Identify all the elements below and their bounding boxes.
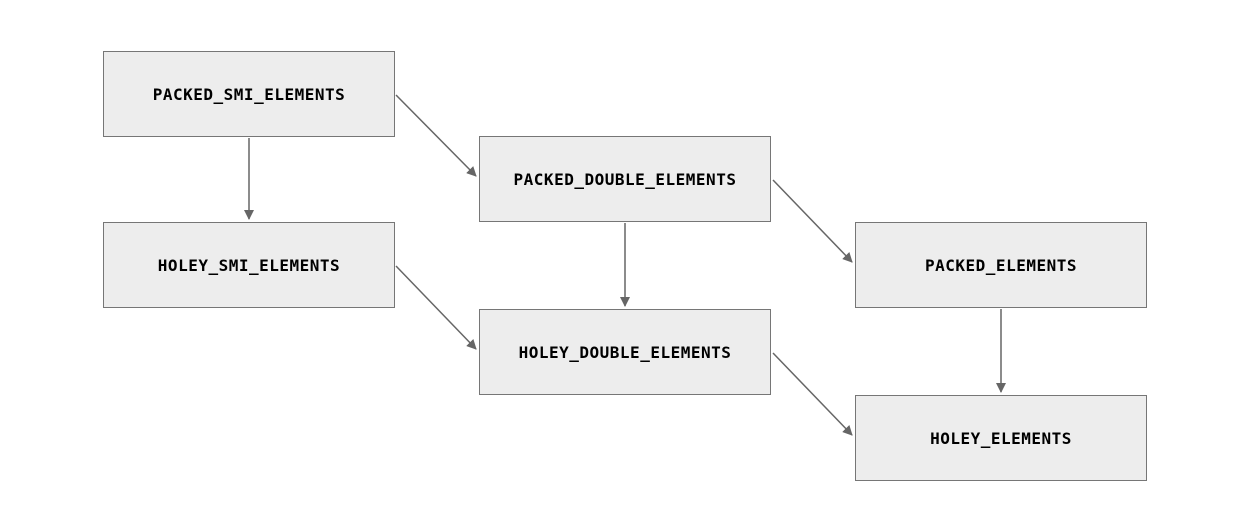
node-holey-elements: HOLEY_ELEMENTS xyxy=(855,395,1147,481)
node-holey-double-elements: HOLEY_DOUBLE_ELEMENTS xyxy=(479,309,771,395)
node-label: PACKED_ELEMENTS xyxy=(925,255,1077,275)
node-label: HOLEY_SMI_ELEMENTS xyxy=(157,255,341,275)
node-holey-smi-elements: HOLEY_SMI_ELEMENTS xyxy=(103,222,395,308)
node-label: HOLEY_ELEMENTS xyxy=(930,428,1072,448)
edge-holey-double-to-holey-elements xyxy=(772,352,853,436)
node-packed-double-elements: PACKED_DOUBLE_ELEMENTS xyxy=(479,136,771,222)
node-label: PACKED_SMI_ELEMENTS xyxy=(152,84,346,104)
node-packed-elements: PACKED_ELEMENTS xyxy=(855,222,1147,308)
node-label: HOLEY_DOUBLE_ELEMENTS xyxy=(518,342,732,362)
edge-holey-smi-to-holey-double xyxy=(395,265,477,350)
edge-packed-smi-to-packed-double xyxy=(395,94,477,177)
edge-packed-double-to-packed-elements xyxy=(772,179,853,263)
node-label: PACKED_DOUBLE_ELEMENTS xyxy=(513,169,737,189)
node-packed-smi-elements: PACKED_SMI_ELEMENTS xyxy=(103,51,395,137)
